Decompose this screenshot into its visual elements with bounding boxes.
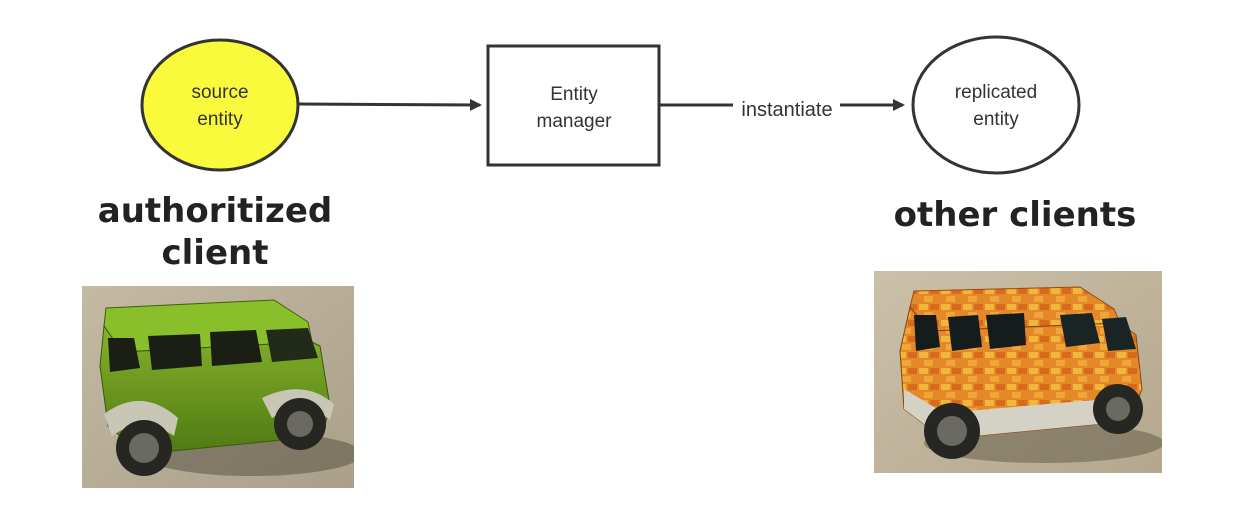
arrow-source-to-manager <box>298 98 482 111</box>
orange-brick-car-image <box>874 271 1162 473</box>
source-entity-node: source entity <box>140 38 300 172</box>
arrow-manager-to-replicated: instantiate <box>659 99 905 121</box>
entity-manager-node: Entity manager <box>486 44 661 167</box>
entity-manager-label-line1: Entity <box>550 84 598 105</box>
authoritized-client-caption: authoritized client <box>97 191 333 273</box>
entity-manager-label-line2: manager <box>537 111 613 132</box>
green-car-image <box>82 286 354 488</box>
other-clients-caption: other clients <box>893 195 1137 235</box>
replicated-entity-label-line2: entity <box>973 109 1019 130</box>
source-entity-label-line2: entity <box>197 109 243 130</box>
replicated-entity-node: replicated entity <box>911 35 1081 175</box>
source-entity-label-line1: source <box>191 82 248 103</box>
instantiate-label: instantiate <box>741 99 832 121</box>
replicated-entity-label-line1: replicated <box>955 82 1037 103</box>
